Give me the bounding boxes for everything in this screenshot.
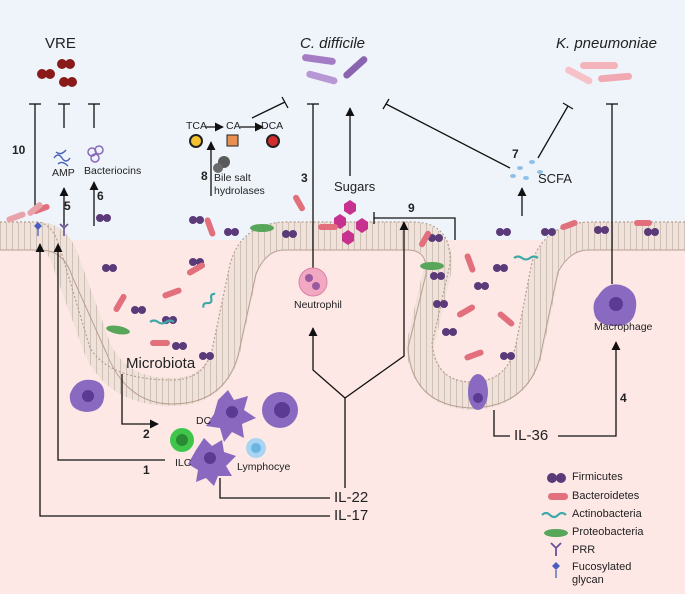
bile-salt-hydrolase-icon: [213, 156, 230, 173]
crypt-macrophage-cell: [262, 392, 298, 428]
actinobacteria-icon: [541, 511, 567, 519]
legend-fucosylated-glycan-label: Fucosylated glycan: [572, 561, 632, 587]
actinobacteria-microbes: [149, 255, 539, 325]
inhibition-lines: [29, 96, 618, 284]
k-pneumoniae-label: K. pneumoniae: [556, 35, 657, 52]
k-pneumoniae-cluster: [565, 62, 632, 85]
proteobacteria-microbes: [106, 224, 444, 335]
epithelium-apical-edge: [0, 221, 685, 383]
legend-actinobacteria-label: Actinobacteria: [572, 508, 642, 520]
il22-label: IL-22: [334, 489, 369, 506]
tca-label: TCA: [186, 120, 207, 132]
proteobacteria-icon: [544, 529, 568, 537]
legend-icons: [541, 473, 568, 578]
step-number-3: 3: [301, 171, 308, 185]
dc-label: DC: [196, 415, 212, 427]
sugars-label: Sugars: [334, 179, 376, 194]
epithelium-basal-edge: [0, 249, 685, 409]
bile-acid-icons: [189, 134, 280, 148]
firmicutes-microbes: [96, 214, 659, 360]
legend-firmicutes-label: Firmicutes: [572, 471, 623, 483]
step-number-9: 9: [408, 201, 415, 215]
fucosylated-glycan-marker: [34, 222, 42, 236]
step-number-5: 5: [64, 199, 71, 213]
dc-2-cell: [188, 438, 236, 486]
step-number-1: 1: [143, 463, 150, 477]
il36-label: IL-36: [514, 427, 549, 444]
bacteroidetes-icon: [548, 493, 568, 500]
scfa-label: SCFA: [538, 171, 572, 186]
macrophage-cell: [593, 284, 637, 326]
ilc-cell: [170, 428, 194, 452]
ca-label: CA: [226, 120, 241, 132]
dendritic-cell: [206, 390, 256, 442]
fucosylated-glycan-icon: [552, 562, 560, 578]
step-number-2: 2: [143, 427, 150, 441]
neutrophil-cell: [298, 267, 328, 297]
dca-label: DCA: [261, 120, 284, 132]
legend-bacteroidetes-label: Bacteroidetes: [572, 490, 640, 502]
legend-proteobacteria-label: Proteobacteria: [572, 526, 644, 538]
lumen-background: [0, 0, 685, 240]
activation-arrows: [35, 107, 621, 517]
c-difficile-cluster: [302, 54, 368, 85]
amp-icon: [53, 149, 71, 167]
bile-salt-hydrolases-label: Bile salt hydrolases: [214, 172, 265, 198]
amp-label: AMP: [52, 167, 75, 179]
scfa-molecules: [510, 160, 543, 180]
firmicutes-icon: [547, 473, 566, 483]
lymphocyte-cell: [246, 438, 266, 458]
prr-receptor-icon: [59, 223, 69, 236]
bacteriocin-icon: [87, 145, 104, 163]
step-number-10: 10: [12, 143, 26, 157]
lymphocyte-label: Lymphocye: [237, 461, 291, 473]
prr-icon: [550, 542, 562, 556]
macrophage-label: Macrophage: [594, 321, 653, 333]
vre-cluster: [37, 59, 77, 87]
step-number-6: 6: [97, 189, 104, 203]
bacteriocins-label: Bacteriocins: [84, 165, 142, 177]
step-number-8: 8: [201, 169, 208, 183]
lumen-bacteria-top: [6, 202, 43, 223]
vre-label: VRE: [45, 35, 76, 52]
microbiota-label: Microbiota: [126, 355, 196, 372]
tissue-background: [0, 240, 685, 594]
legend-prr-label: PRR: [572, 544, 596, 556]
epithelium: [0, 222, 685, 411]
il17-label: IL-17: [334, 507, 369, 524]
c-difficile-label: C. difficile: [300, 35, 366, 52]
ilc-label: ILC: [175, 457, 192, 469]
neutrophil-label: Neutrophil: [294, 299, 342, 311]
bacteroidetes-microbes: [32, 194, 652, 361]
step-number-7: 7: [512, 147, 519, 161]
left-macrophage-cell: [69, 379, 105, 412]
crypt-goblet-cell: [468, 374, 488, 410]
step-number-4: 4: [620, 391, 627, 405]
